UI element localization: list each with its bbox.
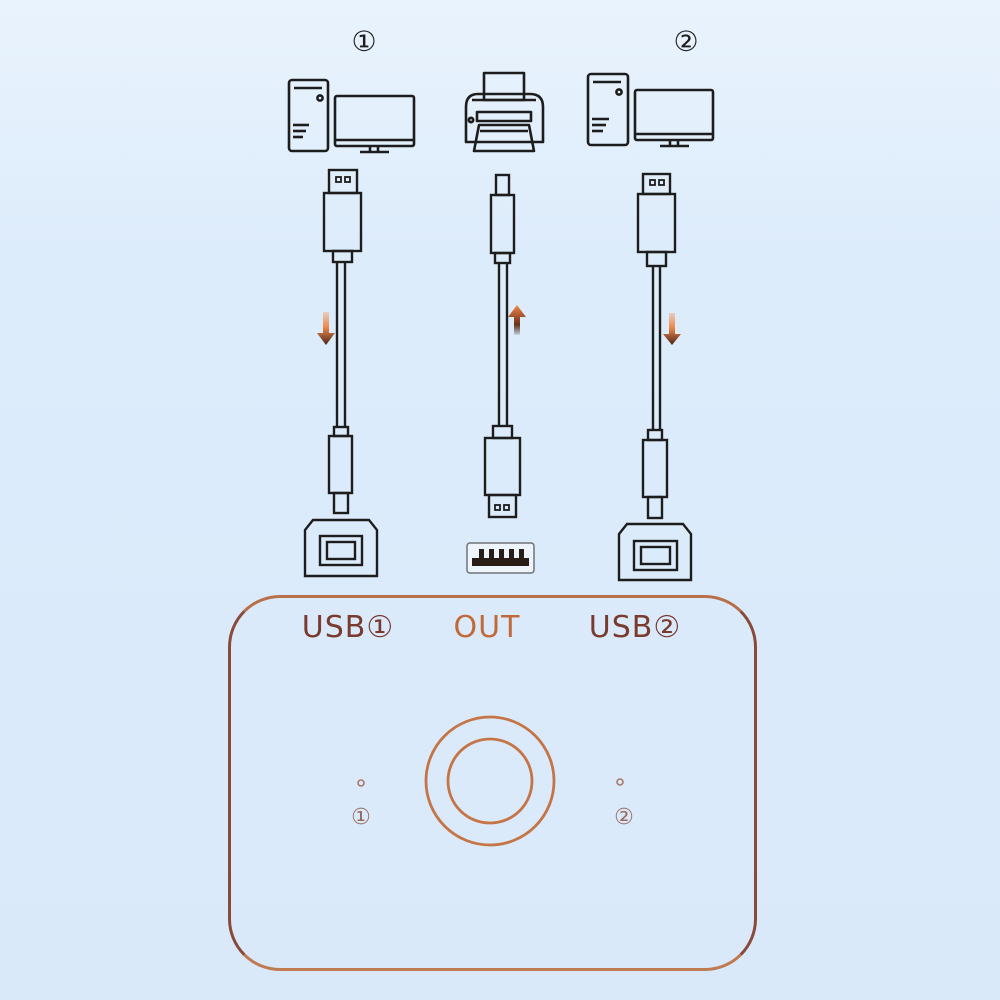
arrow-down-1-icon	[317, 312, 335, 345]
cable-1	[303, 168, 379, 578]
desktop-computer-1-icon	[287, 78, 416, 154]
switch-button[interactable]	[424, 715, 556, 847]
port-label-usb1: USB①	[301, 610, 395, 645]
computer-1-number-label: ①	[351, 25, 377, 58]
led-2-label: ②	[614, 805, 634, 830]
usb-b-port-1-icon	[303, 518, 379, 578]
usb-switch-box	[228, 595, 757, 971]
led-2-indicator	[616, 778, 624, 786]
usb-a-plug-bottom-icon	[483, 424, 522, 519]
usb-b-plug-2-icon	[641, 428, 669, 520]
arrow-down-2-icon	[663, 313, 681, 345]
usb-a-port-out-icon	[466, 542, 535, 574]
printer-icon	[464, 71, 545, 153]
usb-b-port-2-icon	[617, 522, 693, 582]
cable-2	[617, 172, 693, 582]
desktop-computer-2-icon	[586, 72, 715, 148]
led-1-label: ①	[351, 805, 371, 830]
port-label-usb2: USB②	[588, 610, 682, 645]
port-label-out: OUT	[453, 610, 521, 645]
usb-b-plug-icon	[327, 425, 354, 515]
cable-out	[483, 173, 522, 519]
computer-2-number-label: ②	[673, 25, 699, 58]
arrow-up-out-icon	[508, 305, 526, 335]
led-1-indicator	[357, 779, 365, 787]
usb-a-plug-icon	[322, 168, 363, 264]
usb-b-plug-top-icon	[489, 173, 516, 265]
usb-a-plug-2-icon	[636, 172, 677, 268]
